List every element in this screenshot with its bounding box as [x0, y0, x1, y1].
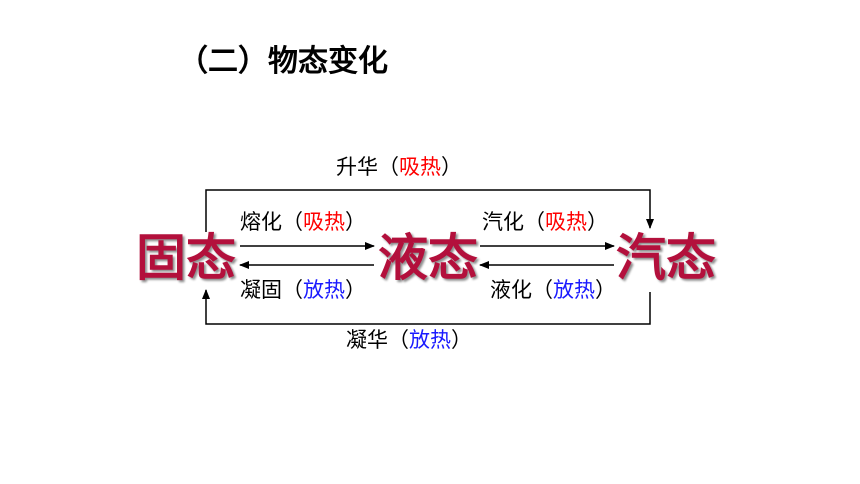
state-solid: 固态 — [136, 228, 236, 287]
paren-close: ） — [345, 278, 366, 302]
process-name: 凝固 — [240, 278, 282, 302]
paren-open: （ — [282, 210, 303, 234]
paren-close: ） — [345, 210, 366, 234]
state-liquid: 液态 — [378, 228, 478, 287]
process-name: 汽化 — [482, 210, 524, 234]
heat-absorb: 吸热 — [399, 155, 441, 179]
process-name: 升华 — [336, 155, 378, 179]
paren-open: （ — [378, 155, 399, 179]
arrow-deposition — [202, 289, 651, 325]
paren-open: （ — [524, 210, 545, 234]
paren-close: ） — [595, 278, 616, 302]
label-liquefaction: 液化（放热） — [490, 280, 616, 301]
label-melting: 熔化（吸热） — [240, 212, 366, 233]
paren-close: ） — [441, 155, 462, 179]
label-vaporization: 汽化（吸热） — [482, 212, 608, 233]
process-name: 凝华 — [346, 328, 388, 352]
heat-release: 放热 — [409, 328, 451, 352]
arrow-sublimation — [205, 189, 654, 232]
paren-open: （ — [388, 328, 409, 352]
page-title: （二）物态变化 — [178, 44, 388, 79]
state-gas: 汽态 — [616, 228, 716, 287]
heat-release: 放热 — [553, 278, 595, 302]
heat-absorb: 吸热 — [545, 210, 587, 234]
paren-close: ） — [587, 210, 608, 234]
label-deposition: 凝华（放热） — [346, 330, 472, 351]
paren-open: （ — [532, 278, 553, 302]
paren-close: ） — [451, 328, 472, 352]
label-solidification: 凝固（放热） — [240, 280, 366, 301]
paren-open: （ — [282, 278, 303, 302]
process-name: 熔化 — [240, 210, 282, 234]
heat-absorb: 吸热 — [303, 210, 345, 234]
label-sublimation: 升华（吸热） — [336, 157, 462, 178]
process-name: 液化 — [490, 278, 532, 302]
heat-release: 放热 — [303, 278, 345, 302]
